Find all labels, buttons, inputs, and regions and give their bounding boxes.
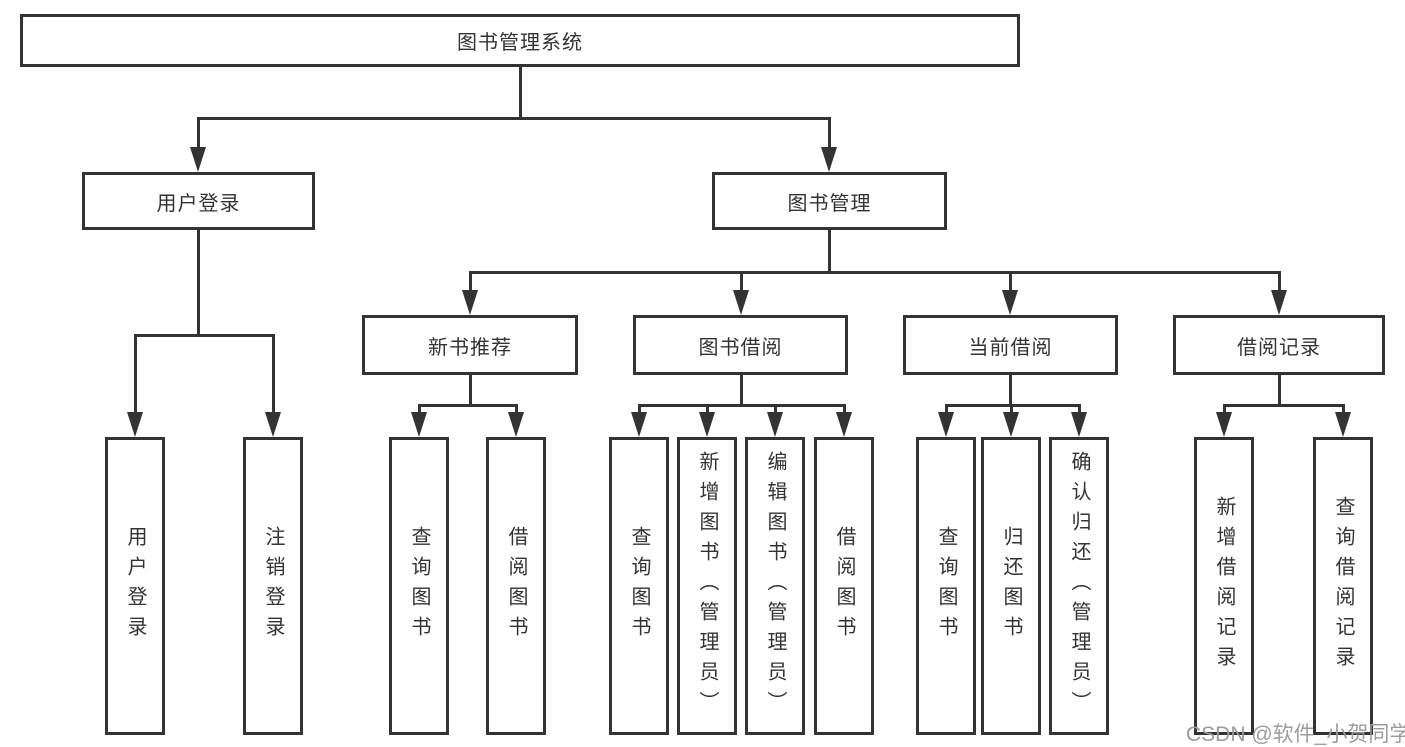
arrow-down-icon — [631, 412, 647, 437]
connector-line — [944, 404, 1081, 407]
arrow-down-icon — [767, 412, 783, 437]
leaf-borrow-books: 借阅图书 — [814, 437, 874, 735]
connector-line — [637, 404, 641, 414]
leaf-edit-books-admin: 编辑图书（管理员） — [745, 437, 805, 735]
node-book-management: 图书管理 — [712, 172, 947, 230]
connector-line — [1008, 271, 1012, 292]
connector-line — [739, 375, 743, 406]
connector-line — [1277, 271, 1281, 292]
arrow-down-icon — [836, 412, 852, 437]
leaf-add-borrow-record: 新增借阅记录 — [1194, 437, 1254, 735]
connector-line — [1077, 404, 1081, 414]
arrow-down-icon — [411, 412, 427, 437]
leaf-confirm-return-admin: 确认归还（管理员） — [1049, 437, 1109, 735]
arrow-down-icon — [733, 290, 749, 315]
arrow-down-icon — [1003, 412, 1019, 437]
connector-line — [1222, 404, 1345, 407]
connector-line — [1222, 404, 1226, 414]
leaf-query-books-borrow: 查询图书 — [609, 437, 669, 735]
connector-line — [271, 334, 275, 415]
connector-line — [1008, 375, 1012, 406]
leaf-query-books-current: 查询图书 — [916, 437, 976, 735]
arrow-down-icon — [938, 412, 954, 437]
connector-line — [637, 404, 846, 407]
arrow-down-icon — [1002, 290, 1018, 315]
connector-line — [827, 117, 831, 150]
arrow-down-icon — [190, 147, 206, 172]
connector-line — [1341, 404, 1345, 414]
connector-line — [827, 230, 831, 272]
leaf-query-borrow-record: 查询借阅记录 — [1313, 437, 1373, 735]
arrow-down-icon — [1216, 412, 1232, 437]
arrow-down-icon — [1071, 412, 1087, 437]
connector-line — [417, 404, 421, 414]
connector-line — [773, 404, 777, 414]
connector-line — [417, 404, 518, 407]
leaf-add-books-admin: 新增图书（管理员） — [677, 437, 737, 735]
arrow-down-icon — [699, 412, 715, 437]
leaf-borrow-books-recommend: 借阅图书 — [486, 437, 546, 735]
connector-line — [468, 375, 472, 406]
leaf-return-books: 归还图书 — [981, 437, 1041, 735]
connector-line — [842, 404, 846, 414]
node-borrow-record: 借阅记录 — [1173, 315, 1385, 375]
arrow-down-icon — [821, 147, 837, 172]
connector-line — [514, 404, 518, 414]
node-user-login: 用户登录 — [82, 172, 315, 230]
node-book-borrow: 图书借阅 — [633, 315, 848, 375]
node-new-book-recommend: 新书推荐 — [362, 315, 578, 375]
watermark: CSDN @软件_小贺同学 — [1186, 723, 1405, 746]
arrow-down-icon — [462, 290, 478, 315]
leaf-query-books-recommend: 查询图书 — [389, 437, 449, 735]
connector-line — [944, 404, 948, 414]
arrow-down-icon — [1335, 412, 1351, 437]
arrow-down-icon — [1271, 290, 1287, 315]
connector-line — [196, 230, 200, 336]
connector-line — [196, 117, 200, 150]
connector-line — [739, 271, 743, 292]
connector-line — [518, 67, 522, 118]
leaf-logout: 注销登录 — [243, 437, 303, 735]
arrow-down-icon — [127, 412, 143, 437]
connector-line — [1277, 375, 1281, 406]
connector-line — [705, 404, 709, 414]
connector-line — [468, 271, 472, 292]
node-current-borrow: 当前借阅 — [903, 315, 1118, 375]
arrow-down-icon — [508, 412, 524, 437]
connector-line — [196, 117, 831, 120]
connector-line — [133, 334, 275, 337]
node-root: 图书管理系统 — [20, 14, 1020, 67]
connector-line — [1009, 404, 1013, 414]
leaf-user-login: 用户登录 — [105, 437, 165, 735]
connector-line — [133, 334, 137, 415]
connector-line — [468, 271, 1281, 274]
arrow-down-icon — [265, 412, 281, 437]
